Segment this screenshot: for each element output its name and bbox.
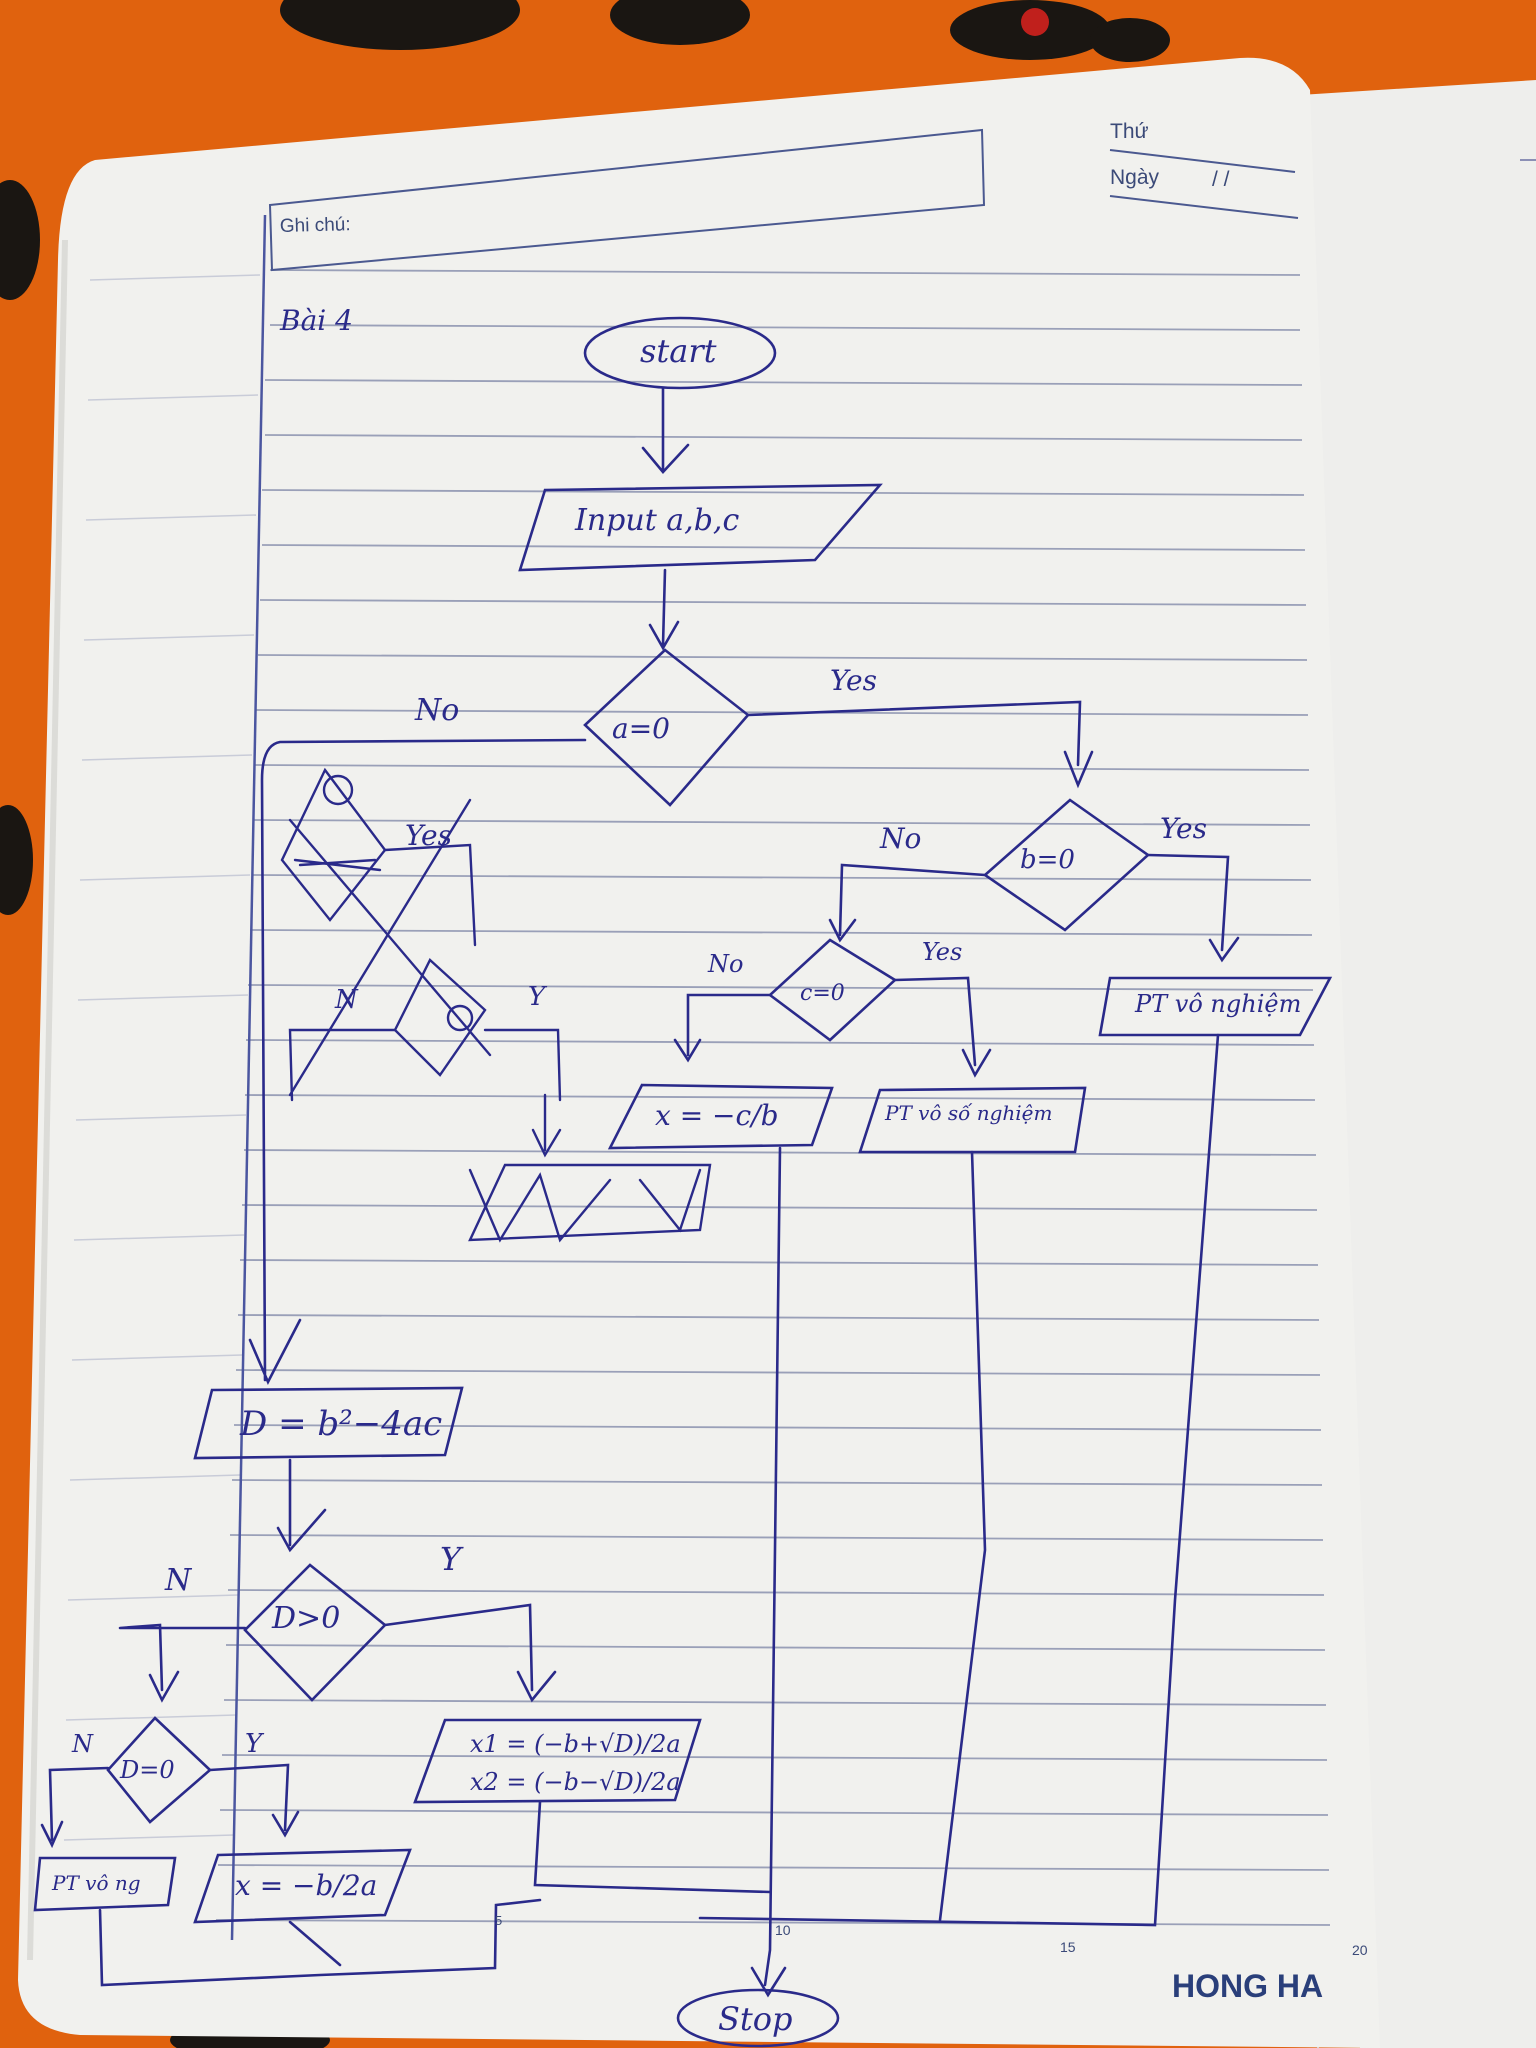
scribble-y: Y xyxy=(528,982,548,1012)
thu-label: Thứ xyxy=(1110,120,1149,143)
ruler: 5 10 15 20 xyxy=(495,1913,1368,1958)
y1-label: Y xyxy=(440,1540,464,1578)
pt-vo-ng-label: PT vô ng xyxy=(51,1871,141,1895)
x2-label: x2 = (−b−√D)/2a xyxy=(470,1768,681,1796)
date-slashes: / / xyxy=(1212,168,1230,191)
stop-label: Stop xyxy=(718,2000,793,2038)
delta-label: D = b²−4ac xyxy=(239,1404,442,1444)
cond-a-label: a=0 xyxy=(612,712,670,745)
cond-b-label: b=0 xyxy=(1020,845,1075,875)
margin-lines xyxy=(63,274,261,1841)
crossed-out-sketch xyxy=(280,767,712,1243)
yes2-label: Yes xyxy=(1160,812,1207,845)
header: Ghi chú: Thứ Ngày / / xyxy=(268,120,1299,272)
ruler-20: 20 xyxy=(1352,1942,1368,1958)
y2-label: Y xyxy=(245,1729,265,1759)
cond-d-eq-label: D=0 xyxy=(119,1756,175,1784)
yes1-label: Yes xyxy=(830,664,877,697)
n2-label: N xyxy=(71,1730,94,1758)
cond-d-gt-label: D>0 xyxy=(271,1601,340,1636)
left-page xyxy=(18,57,1380,2048)
flowchart-labels: Bài 4 start Input a,b,c a=0 Yes No b=0 N… xyxy=(51,304,1301,2038)
x-eq-neg-c-b-label: x = −c/b xyxy=(655,1099,779,1132)
pt-vo-so-nghiem-label: PT vô số nghiệm xyxy=(884,1101,1052,1125)
scribble-yes: Yes xyxy=(405,819,452,852)
input-label: Input a,b,c xyxy=(574,503,739,538)
x1-label: x1 = (−b+√D)/2a xyxy=(470,1730,681,1758)
brand-logo: HONG HA xyxy=(1172,1968,1323,2004)
heading: Bài 4 xyxy=(279,304,353,337)
n1-label: N xyxy=(164,1563,193,1598)
start-label: start xyxy=(640,332,717,370)
cond-c-label: c=0 xyxy=(800,981,845,1006)
margin-rule xyxy=(230,214,267,1941)
note-label: Ghi chú: xyxy=(280,214,351,237)
no3-label: No xyxy=(707,950,743,978)
pt-vo-nghiem-label: PT vô nghiệm xyxy=(1134,990,1301,1018)
ruler-15: 15 xyxy=(1060,1939,1076,1955)
ruler-10: 10 xyxy=(775,1922,791,1938)
ruler-5: 5 xyxy=(495,1913,502,1928)
x-eq-neg-b-2a-label: x = −b/2a xyxy=(235,1869,377,1902)
no2-label: No xyxy=(879,822,921,855)
flowchart xyxy=(33,316,1333,2048)
yes3-label: Yes xyxy=(922,938,962,966)
no1-label: No xyxy=(414,693,459,728)
ngay-label: Ngày xyxy=(1110,166,1160,189)
scribble-n: N xyxy=(334,985,359,1015)
